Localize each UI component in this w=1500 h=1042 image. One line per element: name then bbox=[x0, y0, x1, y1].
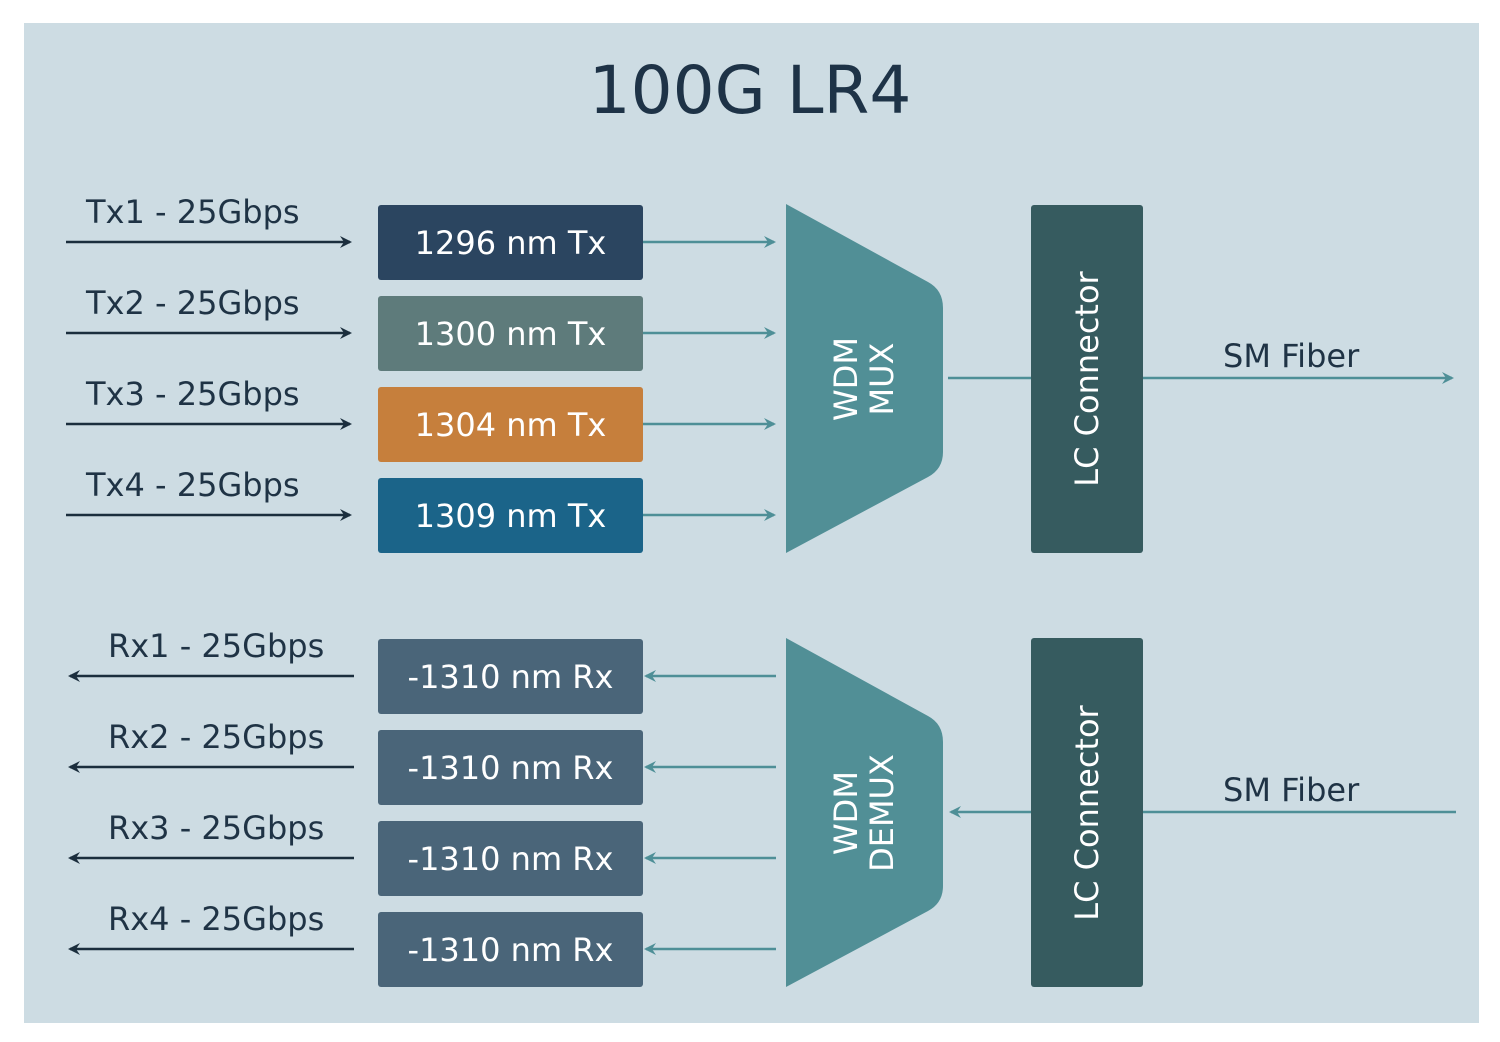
rx2-detector-box: -1310 nm Rx bbox=[378, 730, 643, 805]
wdm-demux-shape bbox=[786, 638, 943, 987]
rx1-label: Rx1 - 25Gbps bbox=[108, 627, 325, 665]
rx-fiber-label: SM Fiber bbox=[1223, 771, 1360, 809]
rx4-label: Rx4 - 25Gbps bbox=[108, 900, 325, 938]
tx2-laser-box: 1300 nm Tx bbox=[378, 296, 643, 371]
diagram-title: 100G LR4 bbox=[588, 52, 912, 129]
tx1-laser-box: 1296 nm Tx bbox=[378, 205, 643, 280]
tx3-label: Tx3 - 25Gbps bbox=[86, 375, 300, 413]
tx4-label: Tx4 - 25Gbps bbox=[86, 466, 300, 504]
tx1-label: Tx1 - 25Gbps bbox=[86, 193, 300, 231]
tx3-laser-box: 1304 nm Tx bbox=[378, 387, 643, 462]
mux-line1: WDM bbox=[827, 337, 865, 421]
wdm-mux-shape bbox=[786, 204, 943, 553]
diagram-panel bbox=[24, 23, 1479, 1023]
wdm-mux-label: WDM MUX bbox=[827, 337, 901, 421]
demux-line2: DEMUX bbox=[863, 754, 901, 872]
tx-lc-connector bbox=[1031, 205, 1143, 553]
rx1-detector-box: -1310 nm Rx bbox=[378, 639, 643, 714]
tx2-label: Tx2 - 25Gbps bbox=[86, 284, 300, 322]
mux-line2: MUX bbox=[863, 342, 901, 416]
rx3-detector-box: -1310 nm Rx bbox=[378, 821, 643, 896]
tx4-laser-box: 1309 nm Tx bbox=[378, 478, 643, 553]
rx4-detector-box: -1310 nm Rx bbox=[378, 912, 643, 987]
wdm-demux-label: WDM DEMUX bbox=[827, 754, 901, 872]
rx3-label: Rx3 - 25Gbps bbox=[108, 809, 325, 847]
rx-lc-connector-label: LC Connector bbox=[1068, 705, 1106, 921]
rx-lc-connector bbox=[1031, 638, 1143, 987]
rx2-label: Rx2 - 25Gbps bbox=[108, 718, 325, 756]
tx-fiber-label: SM Fiber bbox=[1223, 337, 1360, 375]
tx-lc-connector-label: LC Connector bbox=[1068, 271, 1106, 487]
demux-line1: WDM bbox=[827, 771, 865, 855]
